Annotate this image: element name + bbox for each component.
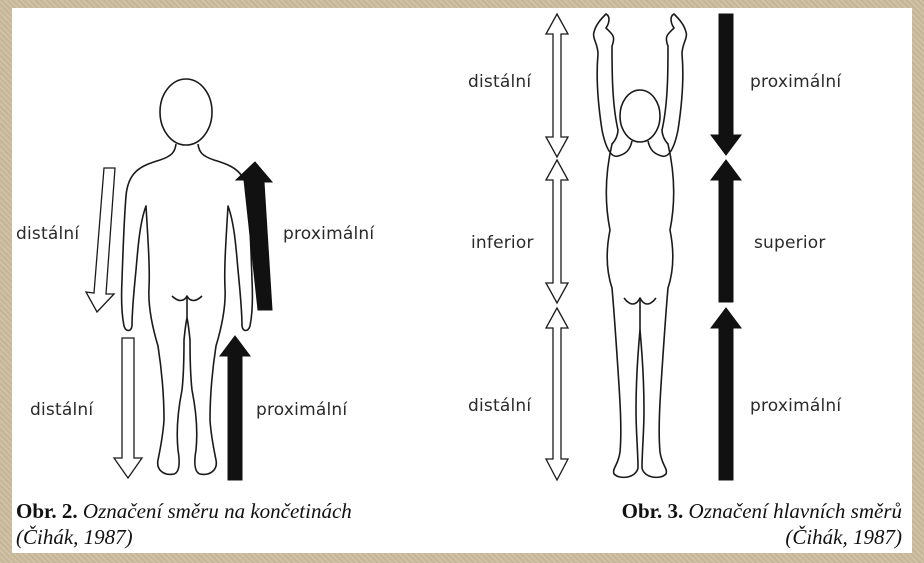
figure3-leg-distal-label: distální	[468, 396, 531, 416]
figure3-caption-citation: (Čihák, 1987)	[785, 525, 902, 549]
figure2-caption: Obr. 2. Označení směru na končetinách (Č…	[16, 498, 352, 550]
figure2-arm-distal-label: distální	[16, 224, 79, 244]
figure3-caption-title: Označení hlavních směrů	[689, 499, 902, 523]
figure2-leg-distal-label: distální	[30, 400, 93, 420]
figure3-caption-number: Obr. 3.	[622, 499, 684, 523]
figure3-caption: Obr. 3. Označení hlavních směrů (Čihák, …	[622, 498, 902, 550]
figure2-caption-title: Označení směru na končetinách	[83, 499, 352, 523]
figure3-arm-distal-label: distální	[468, 72, 531, 92]
figure2-caption-number: Obr. 2.	[16, 499, 78, 523]
figure3-trunk-superior-label: superior	[754, 233, 826, 253]
figure2-caption-citation: (Čihák, 1987)	[16, 525, 133, 549]
figure2-leg-proximal-label: proximální	[256, 400, 347, 420]
figure2-arm-proximal-label: proximální	[283, 224, 374, 244]
figure3-arm-proximal-label: proximální	[750, 72, 841, 92]
figure3-trunk-inferior-label: inferior	[471, 233, 534, 253]
figure3-leg-proximal-label: proximální	[750, 396, 841, 416]
